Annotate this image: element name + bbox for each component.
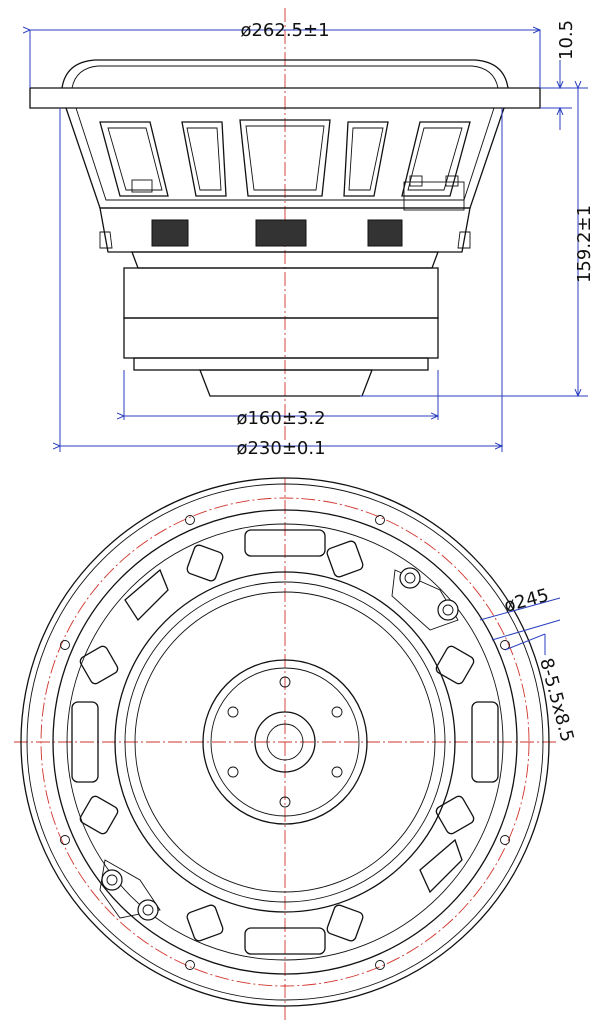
magnet-diameter-label: ø160±3.2 xyxy=(236,408,325,429)
front-view: ø245 8-5.5x8.5 xyxy=(14,477,578,1020)
bolt-circle-label: ø245 xyxy=(502,585,551,617)
pole-vent-outer xyxy=(254,711,316,773)
pole-vent-inner xyxy=(266,723,304,761)
dim-flange-thickness: 10.5 xyxy=(540,20,577,130)
back-plate-holes xyxy=(227,676,343,808)
dim-frame-diameter: ø230±0.1 xyxy=(60,108,502,459)
mounting-holes-label: 8-5.5x8.5 xyxy=(535,656,578,744)
bolt-circle xyxy=(40,497,530,987)
vent-mesh-center xyxy=(255,219,307,247)
mounting-holes xyxy=(60,515,510,970)
side-terminals xyxy=(131,175,465,211)
magnet-assembly xyxy=(123,267,439,397)
vent-mesh-left xyxy=(151,219,189,247)
dim-top-diameter: ø262.5±1 xyxy=(30,20,540,88)
vent-mesh-right xyxy=(367,219,403,247)
dim-mounting-holes: 8-5.5x8.5 xyxy=(504,633,578,744)
side-view: ø262.5±1 10.5 159.2±1 ø160±3.2 xyxy=(30,8,595,459)
overall-depth-label: 159.2±1 xyxy=(574,205,595,283)
surround xyxy=(61,59,509,89)
outer-flange-ring xyxy=(20,477,550,1007)
frame-diameter-label: ø230±0.1 xyxy=(236,438,325,459)
basket-windows xyxy=(99,119,471,197)
magnet-back-plate xyxy=(202,659,368,825)
front-terminal-bottom-left xyxy=(99,859,161,921)
top-diameter-label: ø262.5±1 xyxy=(240,20,329,41)
basket-window-ring xyxy=(71,529,499,955)
vent-ring xyxy=(99,207,471,253)
flange-thickness-label: 10.5 xyxy=(556,20,577,60)
front-terminal-top-right xyxy=(391,567,459,631)
dim-magnet-diameter: ø160±3.2 xyxy=(124,370,438,429)
dim-overall-depth: 159.2±1 xyxy=(360,88,595,396)
